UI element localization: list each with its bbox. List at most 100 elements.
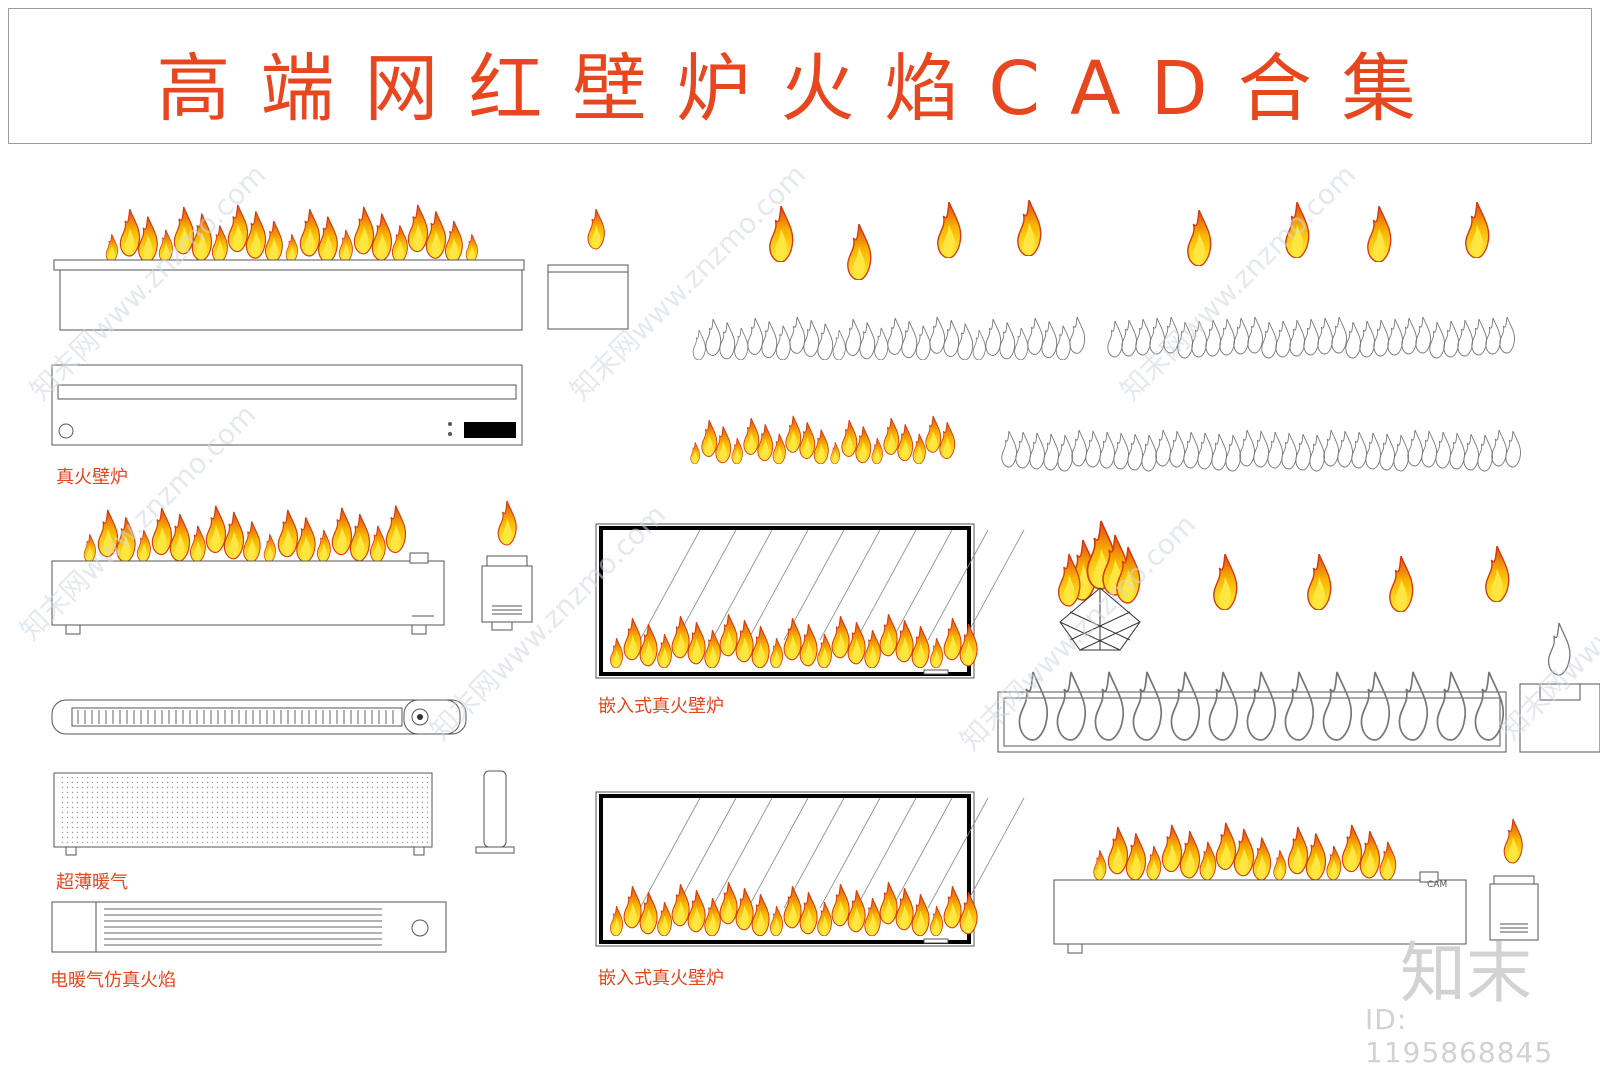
flame-shape	[1055, 325, 1071, 361]
flame-shape	[874, 327, 889, 361]
real-fire-burner-side	[481, 500, 533, 631]
flame-shape	[316, 529, 332, 563]
flame-shape	[444, 220, 463, 263]
flame-shape	[1351, 431, 1368, 469]
flame-shape	[1247, 316, 1264, 354]
flame-shape	[789, 316, 806, 354]
brand-logo-text: 知末	[1400, 935, 1532, 1012]
electric-heater	[51, 901, 447, 953]
flame-shape	[317, 216, 338, 262]
flame-shape	[1281, 432, 1298, 470]
ultrathin-heater-top	[51, 699, 467, 735]
flame-shape	[407, 203, 429, 253]
flame-shape	[832, 330, 846, 360]
embedded-fireplace-2	[595, 791, 1025, 947]
flame-shape	[205, 504, 227, 554]
flame-shape	[1401, 317, 1418, 355]
flame-shape	[119, 208, 141, 257]
flame-shape	[1016, 200, 1042, 256]
flame-shape	[939, 421, 956, 460]
flame-shape	[803, 319, 820, 358]
label-electric: 电暖气仿真火焰	[50, 970, 176, 991]
flame-shape	[1212, 554, 1238, 610]
flame-shape	[775, 325, 791, 361]
flame-shape	[1001, 430, 1018, 468]
flame-shape	[1373, 319, 1390, 357]
flame-shape	[105, 234, 119, 262]
flame-shape	[1379, 433, 1396, 471]
flame-shape	[1485, 317, 1502, 355]
flame-shape	[1027, 317, 1044, 355]
flame-shape	[1253, 430, 1270, 468]
label-embedded-1: 嵌入式真火壁炉	[598, 696, 724, 717]
flame-shape	[1155, 429, 1172, 467]
flame-shape	[1141, 434, 1158, 472]
flame-shape	[189, 525, 206, 563]
flame-shape	[731, 437, 744, 465]
flame-shape	[1471, 318, 1488, 356]
page-title: 高端网红壁炉火焰CAD合集	[156, 46, 1446, 132]
flame-shape	[1043, 433, 1060, 471]
flame-shape	[1303, 318, 1320, 356]
flame-shape	[242, 521, 261, 562]
flame-shape	[701, 419, 718, 458]
flame-shape	[1252, 837, 1272, 880]
flame-shape	[743, 417, 760, 456]
flame-shape	[1393, 434, 1410, 472]
flame-shape	[1275, 320, 1292, 358]
flame-shape	[1261, 321, 1278, 359]
label-ultrathin: 超薄暖气	[56, 872, 128, 893]
flame-shape	[371, 212, 393, 262]
flame-shape	[925, 415, 942, 454]
flame-shape	[692, 330, 706, 360]
flame-shape	[1309, 434, 1326, 472]
flame-shape	[1306, 554, 1332, 610]
image-id: ID: 1195868845	[1365, 1003, 1554, 1069]
flame-shape	[855, 425, 872, 464]
flame-shape	[985, 318, 1002, 357]
flame-shape	[690, 442, 701, 464]
title-banner: 高端网红壁炉火焰CAD合集	[8, 8, 1592, 144]
label-cam: CAM	[1427, 880, 1448, 890]
flame-color-row	[690, 415, 956, 465]
flame-shape	[1041, 320, 1058, 359]
flame-shape	[1125, 833, 1147, 880]
flame-shape	[1146, 845, 1162, 881]
flame-shape	[761, 320, 778, 359]
flame-shape	[1127, 433, 1144, 471]
flame-shape	[887, 317, 904, 355]
label-real-fire: 真火壁炉	[56, 467, 128, 488]
flame-shape	[1379, 841, 1397, 881]
flame-shape	[1415, 316, 1432, 354]
flame-shape	[846, 224, 872, 280]
bonfire	[1057, 519, 1141, 651]
flame-shape	[1267, 431, 1284, 469]
flame-shape	[245, 210, 267, 259]
flame-shape	[296, 517, 316, 562]
flame-shape	[465, 234, 479, 262]
flame-shape	[1464, 202, 1490, 258]
flame-shape	[972, 330, 986, 360]
flame-shape	[169, 513, 191, 562]
flame-shape	[1359, 320, 1376, 358]
flame-shape	[1085, 430, 1102, 468]
flame-shape	[1387, 318, 1404, 356]
flame-shape	[1273, 850, 1287, 880]
flame-shape	[897, 423, 914, 462]
flame-shape	[391, 225, 409, 262]
flame-shape	[1197, 432, 1214, 470]
flame-shape	[845, 318, 862, 357]
flame-shape	[1225, 434, 1242, 472]
flame-shape	[369, 525, 386, 563]
flame-shape	[1186, 210, 1212, 266]
flame-shape	[1107, 320, 1124, 358]
flame-shape	[1429, 321, 1446, 359]
flame-shape	[1099, 431, 1116, 469]
flame-shape	[1239, 429, 1256, 467]
real-fire-burner-long	[53, 203, 525, 331]
flame-shape	[1014, 327, 1029, 361]
flame-shape	[1449, 432, 1466, 470]
flame-shape	[1211, 433, 1228, 471]
flame-shape	[1113, 432, 1130, 470]
